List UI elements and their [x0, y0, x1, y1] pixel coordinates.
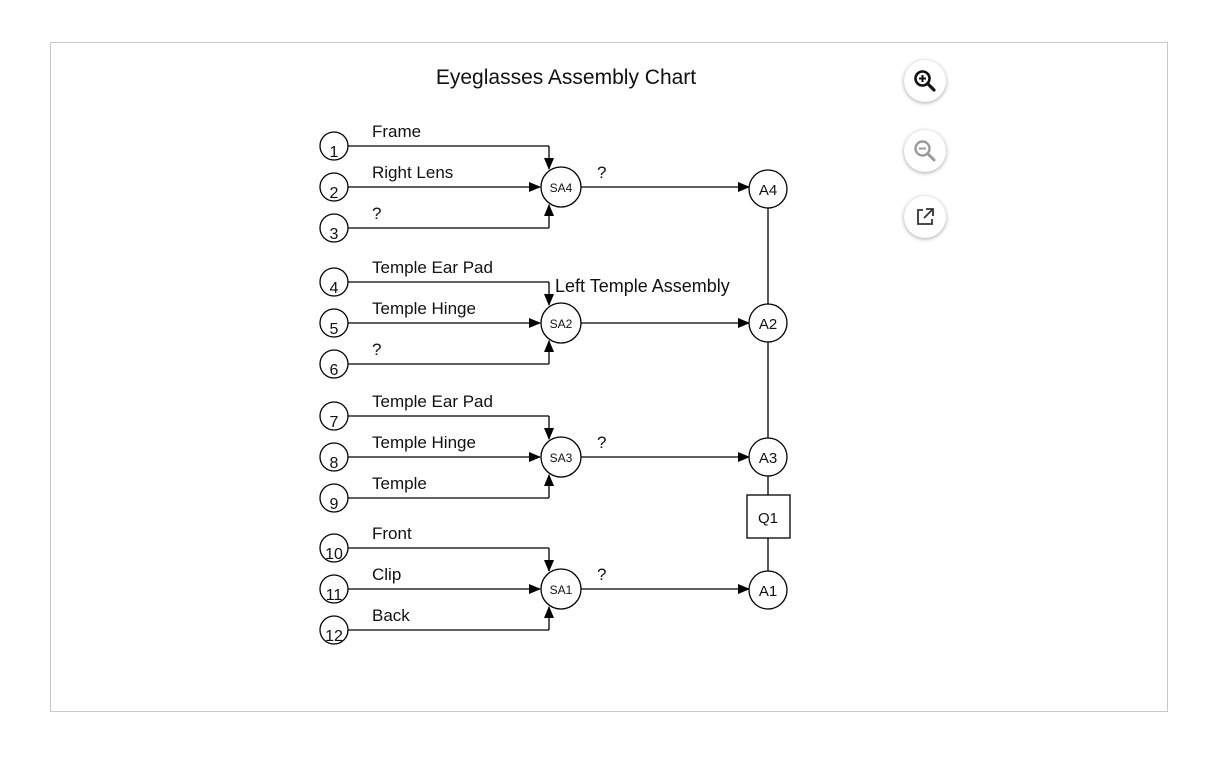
assembly-node-a4: A4	[748, 169, 788, 209]
component-node-11: 11	[319, 574, 349, 604]
subassembly-id: SA4	[550, 181, 573, 195]
group-sa1	[348, 547, 750, 631]
component-number: 9	[330, 496, 339, 513]
subassembly-node-sa4: SA4	[540, 166, 582, 208]
component-label: Clip	[372, 565, 401, 584]
component-number: 12	[325, 628, 343, 645]
inspection-id: Q1	[758, 510, 778, 527]
open-external-icon	[917, 208, 934, 225]
component-node-9: 9	[319, 483, 349, 513]
component-label: Temple Ear Pad	[372, 392, 493, 411]
component-node-8: 8	[319, 442, 349, 472]
assembly-id: A1	[759, 583, 777, 600]
assembly-id: A3	[759, 450, 777, 467]
component-node-5: 5	[319, 308, 349, 338]
component-label: Back	[372, 606, 410, 625]
assembly-node-a3: A3	[748, 437, 788, 477]
component-label: Temple Hinge	[372, 299, 476, 318]
component-node-3: 3	[319, 213, 349, 243]
component-node-12: 12	[319, 615, 349, 645]
component-number: 3	[330, 226, 339, 243]
component-node-2: 2	[319, 172, 349, 202]
zoom-out-icon	[914, 140, 936, 162]
subassembly-id: SA3	[550, 451, 573, 465]
component-number: 10	[325, 546, 343, 563]
component-number: 8	[330, 455, 339, 472]
subassembly-node-sa1: SA1	[540, 568, 582, 610]
subassembly-id: SA2	[550, 317, 573, 331]
subassembly-node-sa2: SA2	[540, 302, 582, 344]
component-node-6: 6	[319, 349, 349, 379]
component-label: Temple Ear Pad	[372, 258, 493, 277]
component-number: 2	[330, 185, 339, 202]
assembly-id: A2	[759, 316, 777, 333]
component-node-4: 4	[319, 267, 349, 297]
chart-title: Eyeglasses Assembly Chart	[436, 66, 696, 89]
group-sa2	[348, 281, 750, 365]
subassembly-output-label: ?	[597, 565, 606, 584]
component-label: Temple	[372, 474, 427, 493]
subassembly-output-label: ?	[597, 433, 606, 452]
zoom-in-icon	[914, 70, 936, 92]
zoom-in-button[interactable]	[904, 60, 946, 102]
component-label: ?	[372, 204, 381, 223]
component-label: Temple Hinge	[372, 433, 476, 452]
component-number: 5	[330, 321, 339, 338]
assembly-node-a2: A2	[748, 303, 788, 343]
component-label: Frame	[372, 122, 421, 141]
component-node-1: 1	[319, 131, 349, 161]
component-label: Front	[372, 524, 412, 543]
component-number: 11	[326, 587, 343, 604]
chart-panel	[50, 42, 1168, 712]
group-sa3	[348, 415, 750, 499]
subassembly-output-label: Left Temple Assembly	[555, 276, 730, 296]
component-label: Right Lens	[372, 163, 453, 182]
subassembly-node-sa3: SA3	[540, 436, 582, 478]
assembly-node-a1: A1	[748, 570, 788, 610]
group-sa4	[348, 145, 750, 229]
subassembly-output-label: ?	[597, 163, 606, 182]
assembly-id: A4	[759, 182, 777, 199]
component-node-7: 7	[319, 401, 349, 431]
zoom-out-button[interactable]	[904, 130, 946, 172]
component-number: 6	[330, 362, 339, 379]
component-number: 4	[330, 280, 339, 297]
inspection-node-q1: Q1	[746, 494, 791, 539]
open-external-button[interactable]	[904, 196, 946, 238]
subassembly-id: SA1	[550, 583, 573, 597]
component-number: 7	[330, 414, 339, 431]
component-number: 1	[330, 144, 339, 161]
component-label: ?	[372, 340, 381, 359]
component-node-10: 10	[319, 533, 349, 563]
